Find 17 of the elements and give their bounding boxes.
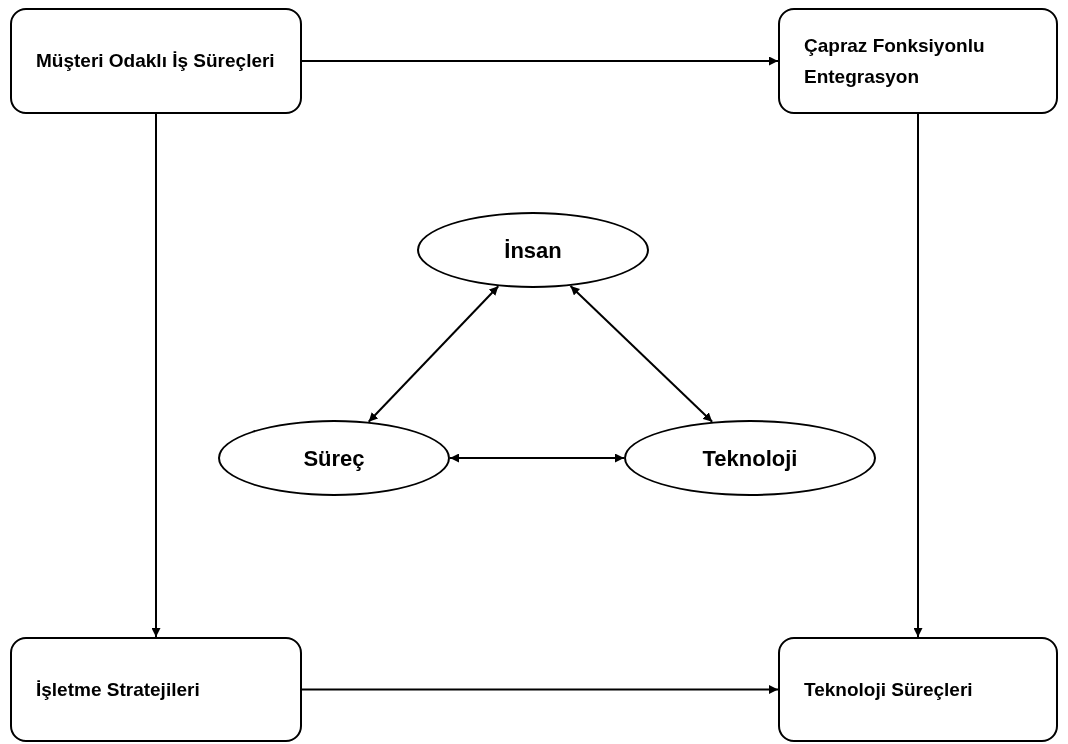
process-box	[10, 8, 302, 114]
arrow	[367, 285, 500, 423]
process-box	[778, 8, 1058, 114]
arrow	[301, 56, 779, 66]
node-label: İnsan	[504, 236, 562, 265]
arrow	[151, 113, 161, 638]
arrow	[913, 113, 923, 638]
process-box	[10, 637, 302, 742]
arrow	[301, 685, 779, 694]
node-label: Çapraz Fonksiyonlu Entegrasyon	[804, 33, 986, 89]
node-label: Teknoloji Süreçleri	[804, 677, 974, 702]
node-label: İşletme Stratejileri	[36, 677, 201, 702]
node-label: Müşteri Odaklı İş Süreçleri	[36, 49, 276, 74]
arrow	[449, 453, 625, 463]
node-label: Süreç	[303, 444, 365, 473]
process-box	[778, 637, 1058, 742]
node-label: Teknoloji	[702, 444, 798, 473]
